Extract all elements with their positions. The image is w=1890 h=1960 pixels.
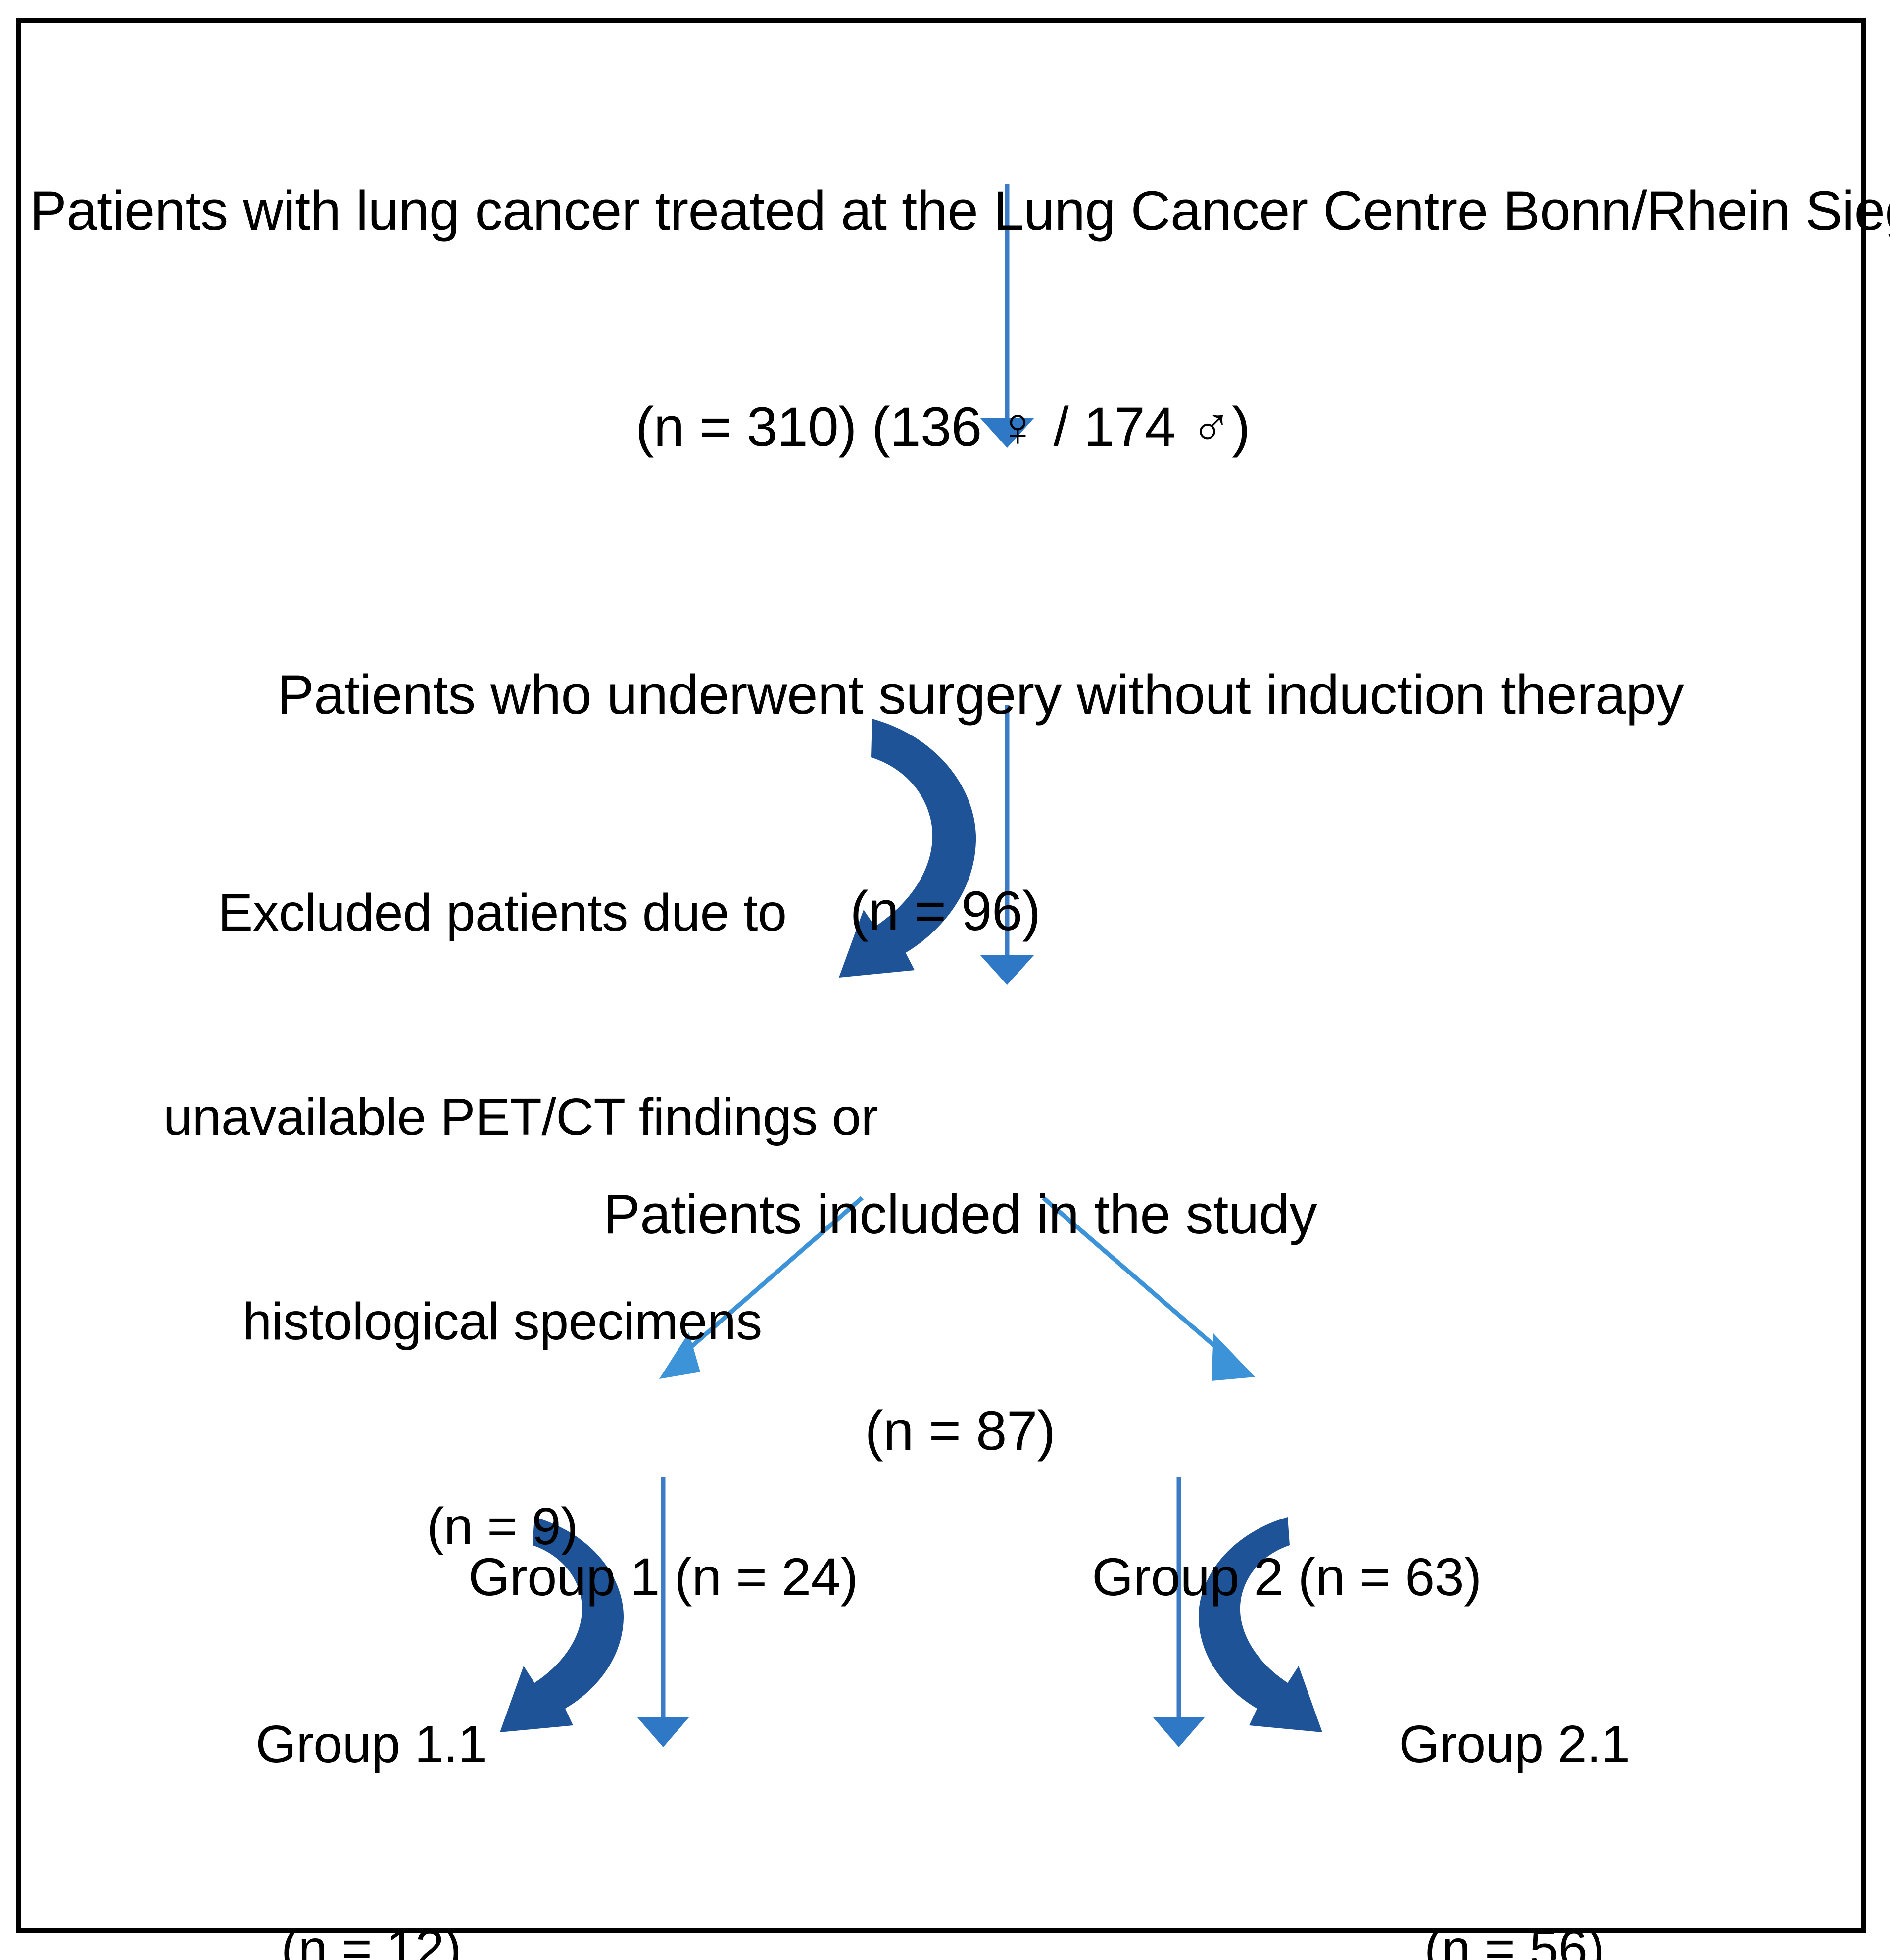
node-group-1-1-label: Group 1.1 xyxy=(255,1715,487,1773)
node-source-line1: Patients with lung cancer treated at the… xyxy=(30,180,1890,242)
node-source-population: Patients with lung cancer treated at the… xyxy=(30,31,1890,607)
node-group-2-1-label: Group 2.1 xyxy=(1399,1715,1630,1773)
node-group-1-label: Group 1 (n = 24) xyxy=(468,1546,858,1607)
node-group-2-2: Group 2.2 (n = 7) = 8.05 % xyxy=(985,1814,1668,1960)
node-group-2-2-label: Group 2.2 (n = 7) = 8.05 % xyxy=(985,1953,1668,1960)
node-included-in-study: Patients included in the study (n = 87) xyxy=(574,1034,1346,1611)
node-excluded-line3: histological specimens xyxy=(242,1292,762,1351)
node-group-2: Group 2 (n = 63) xyxy=(970,1403,1603,1751)
node-group-2-label: Group 2 (n = 63) xyxy=(1092,1546,1482,1607)
node-excluded-patients: Excluded patients due to unavailable PET… xyxy=(163,742,878,1697)
node-source-line2: (n = 310) (136 ♀ / 174 ♂) xyxy=(635,395,1250,458)
node-excluded-line4: (n = 9) xyxy=(427,1497,578,1556)
node-group-1-1-count: (n = 12) xyxy=(281,1919,462,1960)
node-included-line1: Patients included in the study xyxy=(603,1183,1317,1246)
node-group-1-2: Group 1.2 (n = 12) = 13.79 % xyxy=(208,1814,930,1960)
node-excluded-line1: Excluded patients due to xyxy=(218,883,787,942)
node-group-1-2-label: Group 1.2 (n = 12) = 13.79 % xyxy=(208,1953,930,1960)
node-surgery-line1: Patients who underwent surgery without i… xyxy=(277,664,1684,726)
node-surgery-line2: (n = 96) xyxy=(850,880,1041,942)
node-group-1: Group 1 (n = 24) xyxy=(346,1403,980,1751)
node-included-line2: (n = 87) xyxy=(865,1399,1056,1462)
node-group-1-1: Group 1.1 (n = 12) xyxy=(188,1574,554,1960)
node-group-2-1-count: (n = 56) xyxy=(1424,1919,1605,1960)
node-surgery-no-induction: Patients who underwent surgery without i… xyxy=(277,515,1684,1091)
node-group-2-1: Group 2.1 (n = 56) xyxy=(1311,1574,1717,1960)
